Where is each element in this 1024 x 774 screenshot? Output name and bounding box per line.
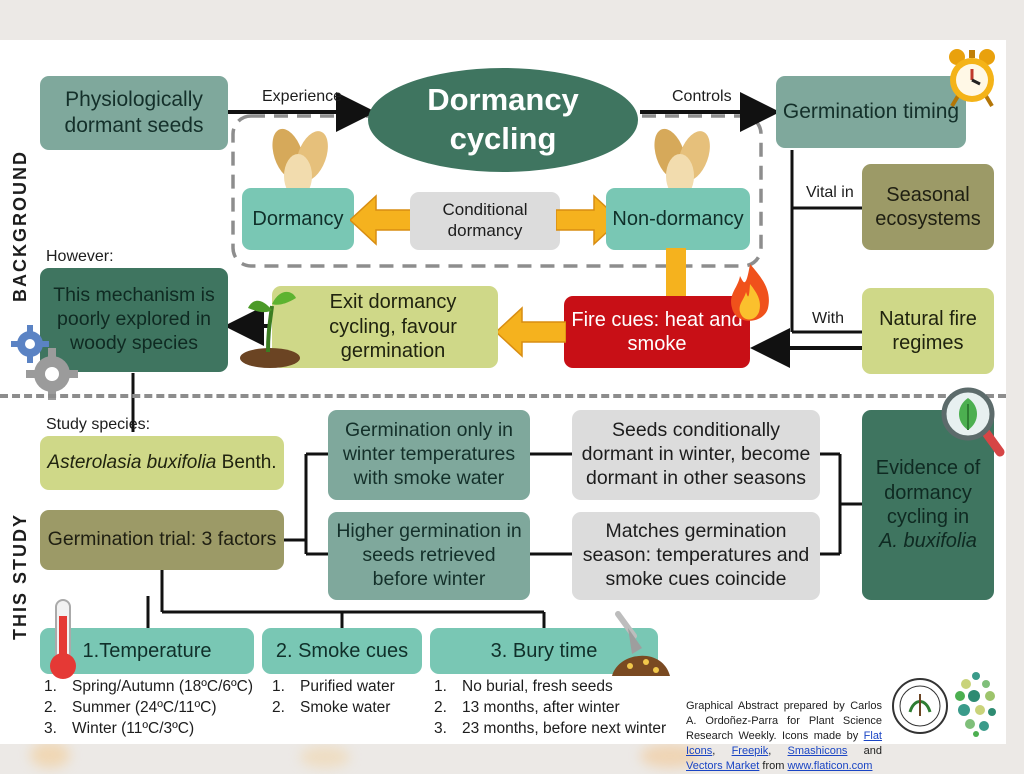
flat-icons-link[interactable]: Flat Icons <box>686 730 882 757</box>
temperature-list: 1.Spring/Autumn (18ºC/6ºC) 2.Summer (24º… <box>44 676 253 739</box>
bokeh-light <box>300 746 350 768</box>
factor-smoke-box: 2. Smoke cues <box>262 628 422 674</box>
germination-timing-box: Germination timing <box>776 76 966 148</box>
dormancy-cycling-label: Dormancy cycling <box>427 82 579 156</box>
seasonal-ecosystems-box: Seasonal ecosystems <box>862 164 994 250</box>
bokeh-light <box>640 744 700 768</box>
vital-in-label: Vital in <box>806 184 854 201</box>
list-item: 1.No burial, fresh seeds <box>434 678 613 695</box>
experience-label: Experience <box>262 88 343 105</box>
list-item: 2.13 months, after winter <box>434 699 620 716</box>
germination-trial-box: Germination trial: 3 factors <box>40 510 284 570</box>
list-item: 1.Spring/Autumn (18ºC/6ºC) <box>44 678 254 695</box>
non-dormancy-box: Non-dormancy <box>606 188 750 250</box>
dormancy-box: Dormancy <box>242 188 354 250</box>
vectors-market-link[interactable]: Vectors Market <box>686 760 760 772</box>
section-divider <box>0 394 1006 398</box>
evidence-text: Evidence of dormancy cycling in <box>875 457 981 528</box>
higher-germination-box: Higher germination in seeds retrieved be… <box>328 512 530 600</box>
fire-cues-box: Fire cues: heat and smoke <box>564 296 750 368</box>
species-name: Asterolasia buxifolia <box>47 452 217 474</box>
mechanism-text: This mechanism is poorly explored in woo… <box>53 284 215 354</box>
side-label-background: BACKGROUND <box>10 150 30 302</box>
seed-icon <box>654 128 710 198</box>
soil-trowel-icon <box>612 611 670 676</box>
species-author: Benth. <box>216 452 277 474</box>
physiologically-dormant-seeds-box: Physiologically dormant seeds <box>40 76 228 150</box>
list-item: 2.Summer (24ºC/11ºC) <box>44 699 217 716</box>
smashicons-link[interactable]: Smashicons <box>787 745 848 757</box>
freepik-link[interactable]: Freepik <box>731 745 769 757</box>
graphical-abstract: BACKGROUND THIS STUDY Physiologically do… <box>0 40 1006 772</box>
seed-icon <box>272 128 328 198</box>
bokeh-light <box>30 742 70 768</box>
left-orange-arrow <box>350 194 414 246</box>
natural-fire-regimes-box: Natural fire regimes <box>862 288 994 374</box>
credit-text: Graphical Abstract prepared by Carlos A.… <box>686 700 882 772</box>
down-orange-arrow <box>666 248 686 300</box>
society-seal-logo <box>892 678 948 734</box>
evidence-species: A. buxifolia <box>879 530 977 553</box>
controls-label: Controls <box>672 88 732 105</box>
alarm-clock-icon <box>949 49 995 108</box>
magnifier-leaf-icon <box>941 387 1005 457</box>
flaticon-link[interactable]: www.flaticon.com <box>787 760 873 772</box>
with-label: With <box>812 310 844 327</box>
orange-arrow-to-exit <box>496 306 566 358</box>
right-orange-arrow <box>556 194 620 246</box>
list-item: 1.Purified water <box>272 678 395 695</box>
list-item: 3.23 months, before next winter <box>434 720 667 737</box>
germination-winter-box: Germination only in winter temperatures … <box>328 410 530 500</box>
conditional-dormancy-box: Conditional dormancy <box>410 192 560 250</box>
thermometer-icon <box>50 599 76 679</box>
dormancy-cycling-ellipse: Dormancy cycling <box>368 68 638 172</box>
however-label: However: <box>46 248 114 265</box>
dots-logo <box>955 672 996 737</box>
connector-lines <box>131 92 862 630</box>
fire-icon <box>731 264 769 321</box>
conditionally-dormant-box: Seeds conditionally dormant in winter, b… <box>572 410 820 500</box>
gear-icon <box>11 325 78 400</box>
matches-season-box: Matches germination season: temperatures… <box>572 512 820 600</box>
smoke-list: 1.Purified water 2.Smoke water <box>272 676 395 718</box>
study-species-label: Study species: <box>46 416 151 433</box>
sprout-icon <box>240 291 300 368</box>
side-label-this-study: THIS STUDY <box>10 512 30 640</box>
mechanism-box: This mechanism is poorly explored in woo… <box>40 268 228 372</box>
exit-dormancy-box: Exit dormancy cycling, favour germinatio… <box>272 286 498 368</box>
species-box: Asterolasia buxifolia Benth. <box>40 436 284 490</box>
list-item: 3.Winter (11ºC/3ºC) <box>44 720 195 737</box>
list-item: 2.Smoke water <box>272 699 391 716</box>
bury-list: 1.No burial, fresh seeds 2.13 months, af… <box>434 676 666 739</box>
